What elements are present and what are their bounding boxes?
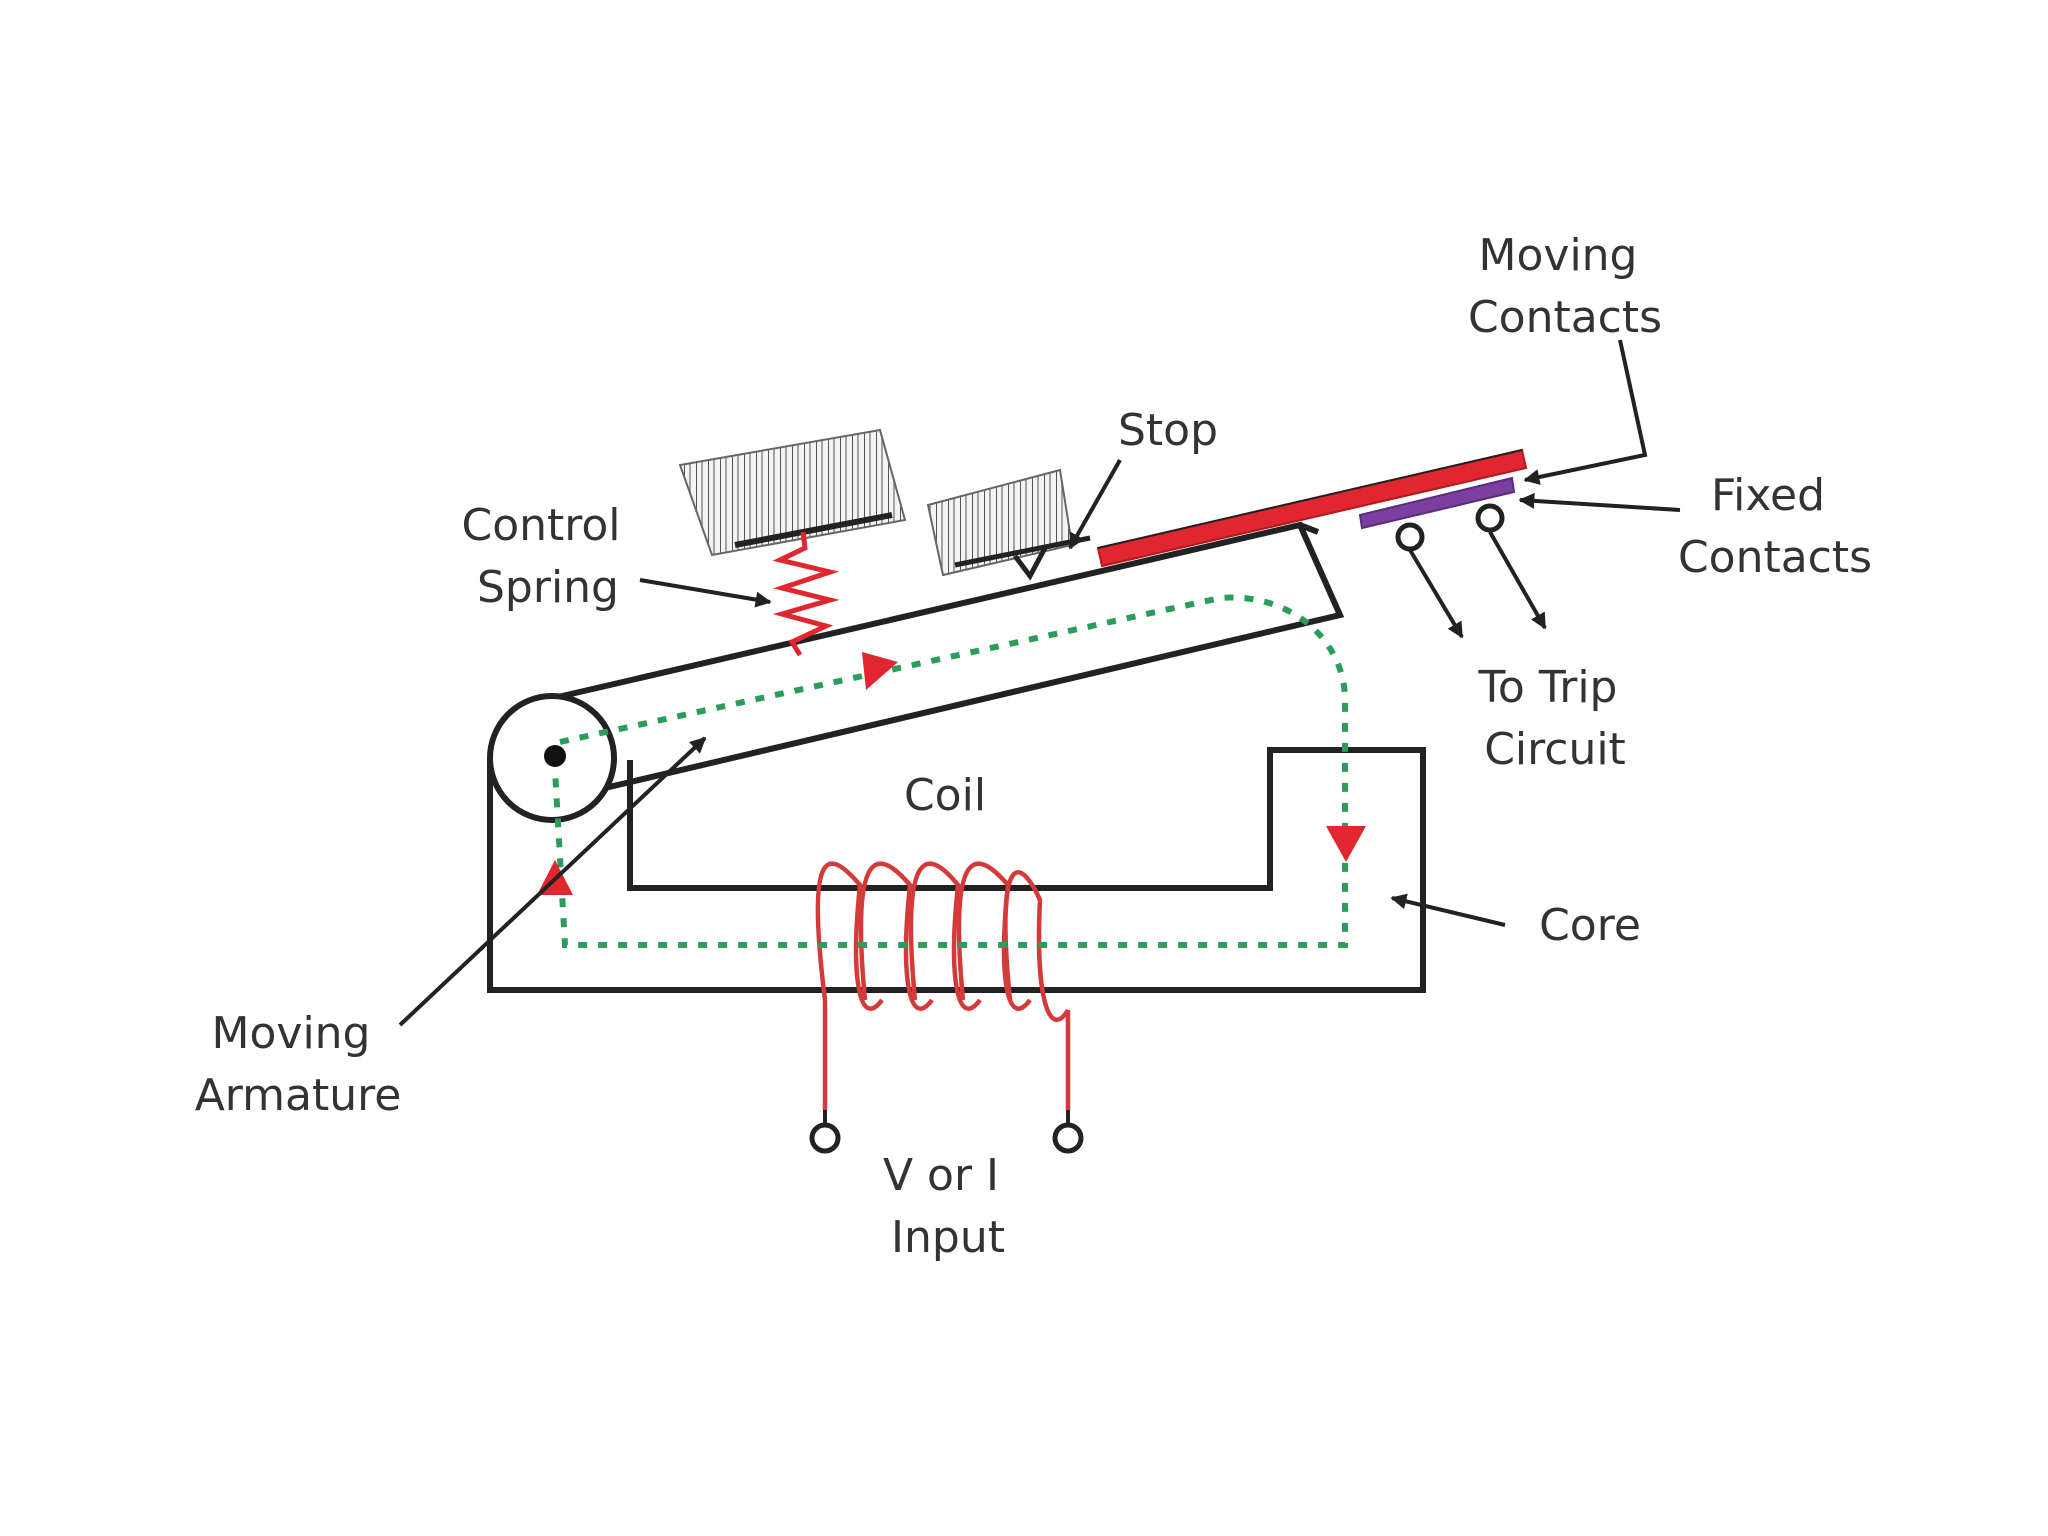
coil-winding	[815, 861, 1071, 1110]
pivot-center-dot	[544, 745, 566, 767]
moving-armature-bar	[544, 521, 1345, 798]
leader-control-spring	[639, 578, 772, 608]
label-coil: Coil	[904, 770, 986, 821]
label-control-spring: Control Spring	[461, 500, 634, 613]
leader-moving-armature	[398, 736, 707, 1027]
label-core: Core	[1539, 900, 1641, 951]
label-stop: Stop	[1118, 405, 1218, 456]
label-to-trip-circuit: To Trip Circuit	[1478, 662, 1632, 775]
label-moving-contacts: Moving Contacts	[1468, 230, 1662, 343]
contact-arm	[1298, 522, 1320, 535]
fixed-contact-terminal-left	[1395, 522, 1425, 552]
flux-arrow-armature	[862, 652, 898, 690]
leader-fixed-contacts	[1518, 492, 1681, 512]
leader-moving-contacts	[1523, 339, 1648, 485]
leader-trip-left	[1408, 548, 1464, 639]
flux-path	[552, 594, 1348, 948]
stop-block	[926, 468, 1091, 581]
control-spring-housing	[678, 428, 907, 557]
label-input: V or I Input	[883, 1150, 1013, 1263]
input-terminal-right	[1052, 1122, 1084, 1154]
leader-core	[1390, 893, 1506, 927]
label-moving-armature: Moving Armature	[195, 1008, 402, 1121]
leader-trip-right	[1488, 531, 1547, 630]
label-fixed-contacts: Fixed Contacts	[1678, 470, 1872, 583]
flux-arrow-core	[1326, 826, 1366, 862]
fixed-contact-bar	[1358, 476, 1516, 530]
control-spring-icon	[772, 531, 840, 657]
input-terminal-left	[809, 1122, 841, 1154]
fixed-contact-terminal-right	[1475, 503, 1505, 533]
leader-stop	[1068, 459, 1122, 550]
